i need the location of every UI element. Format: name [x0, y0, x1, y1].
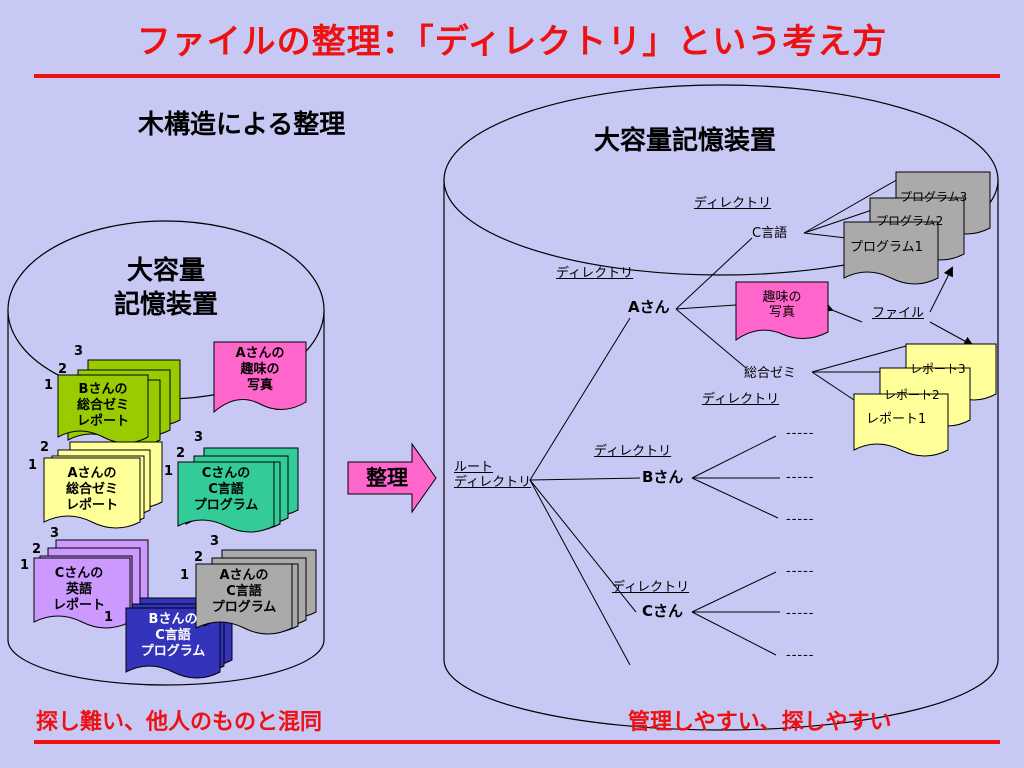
stack-number: 1	[44, 378, 54, 393]
bottom-right-caption: 管理しやすい、探しやすい	[628, 710, 892, 735]
node-a-san: Aさん	[628, 298, 670, 316]
stack-number: 1	[20, 558, 30, 573]
doc-line: Cさんの	[54, 566, 104, 581]
file-label: ファイル	[872, 306, 925, 321]
report-docs	[853, 343, 997, 457]
root-line2: ディレクトリ	[454, 475, 532, 490]
doc-line: 総合ゼミ	[76, 398, 129, 413]
doc-stack-a-c-program	[195, 549, 317, 635]
node-b-san: Bさん	[642, 468, 684, 486]
doc-line: プログラム	[193, 498, 259, 513]
doc-line: レポート	[65, 498, 118, 513]
doc-label-c-c-program: Cさんの C言語 プログラム	[178, 466, 274, 514]
stack-number: 3	[210, 534, 220, 549]
stack-number: 3	[74, 344, 84, 359]
directory-label-c-lang: ディレクトリ	[694, 196, 772, 211]
doc-stack-c-english	[33, 539, 149, 629]
node-c-san: Cさん	[642, 602, 684, 620]
doc-line: レポート	[76, 414, 129, 429]
doc-label-c-english: Cさんの 英語 レポート	[34, 566, 124, 614]
doc-line: Aさんの	[235, 346, 285, 361]
stack-number: 1	[180, 568, 190, 583]
doc-label-a-photo: Aさんの 趣味の 写真	[214, 346, 306, 394]
doc-line: C言語	[208, 482, 244, 497]
program3-label: プログラム3	[900, 190, 968, 204]
doc-stack-a-seminar	[43, 441, 163, 529]
doc-a-photo	[213, 341, 307, 414]
doc-line: Bさんの	[78, 382, 128, 397]
program1-label: プログラム1	[850, 240, 923, 255]
stack-number: 2	[194, 550, 204, 565]
bottom-divider	[34, 740, 1000, 744]
left-cylinder-line2: 記憶装置	[113, 290, 218, 320]
left-cylinder-label: 大容量 記憶装置	[106, 254, 226, 322]
program2-label: プログラム2	[876, 214, 944, 228]
program-docs	[843, 171, 991, 285]
photo-doc-label: 趣味の 写真	[736, 290, 828, 320]
report3-label: レポート3	[910, 362, 966, 376]
directory-label-b: ディレクトリ	[594, 444, 672, 459]
placeholder-dash: -----	[786, 606, 815, 621]
stack-number: 1	[104, 610, 114, 625]
doc-line: Aさんの	[219, 568, 269, 583]
doc-label-b-seminar: Bさんの 総合ゼミ レポート	[58, 382, 148, 430]
root-directory-label: ルート ディレクトリ	[454, 460, 534, 490]
stack-number: 1	[28, 458, 38, 473]
photo-line2: 写真	[768, 305, 795, 320]
doc-stack-c-c-program	[177, 447, 299, 533]
root-line1: ルート	[454, 460, 494, 475]
directory-label-a: ディレクトリ	[556, 266, 634, 281]
left-heading: 木構造による整理	[138, 110, 346, 140]
doc-line: レポート	[52, 598, 105, 613]
doc-line: Aさんの	[67, 466, 117, 481]
stack-number: 3	[50, 526, 60, 541]
placeholder-dash: -----	[786, 648, 815, 663]
left-cylinder-line1: 大容量	[126, 256, 205, 286]
doc-line: プログラム	[211, 600, 277, 615]
doc-line: C言語	[226, 584, 262, 599]
placeholder-dash: -----	[786, 426, 815, 441]
organize-arrow	[347, 442, 437, 514]
doc-line: 趣味の	[240, 362, 280, 377]
report1-label: レポート1	[866, 412, 927, 427]
directory-label-seminar: ディレクトリ	[702, 392, 780, 407]
doc-line: プログラム	[140, 644, 206, 659]
bottom-left-caption: 探し難い、他人のものと混同	[36, 710, 323, 735]
photo-line1: 趣味の	[762, 290, 802, 305]
stack-number: 2	[58, 362, 68, 377]
doc-label-a-seminar: Aさんの 総合ゼミ レポート	[44, 466, 140, 514]
report2-label: レポート2	[884, 388, 940, 402]
placeholder-dash: -----	[786, 470, 815, 485]
doc-stack-b-seminar	[57, 359, 181, 447]
doc-line: 総合ゼミ	[65, 482, 118, 497]
doc-line: 写真	[246, 378, 273, 393]
photo-doc	[735, 281, 829, 341]
title-divider	[34, 74, 1000, 78]
doc-line: C言語	[155, 628, 191, 643]
placeholder-dash: -----	[786, 512, 815, 527]
tree-lines	[529, 177, 974, 666]
node-seminar: 総合ゼミ	[744, 366, 797, 381]
stack-number: 2	[40, 440, 50, 455]
node-c-lang: C言語	[752, 226, 788, 241]
doc-label-a-c-program: Aさんの C言語 プログラム	[196, 568, 292, 616]
organize-label: 整理	[366, 466, 408, 490]
directory-label-c: ディレクトリ	[612, 580, 690, 595]
right-heading: 大容量記憶装置	[593, 126, 776, 156]
doc-line: 英語	[65, 582, 92, 597]
doc-label-b-c-program: Bさんの C言語 プログラム	[126, 612, 220, 660]
stack-number: 2	[32, 542, 42, 557]
stack-number: 3	[194, 430, 204, 445]
placeholder-dash: -----	[786, 564, 815, 579]
doc-line: Bさんの	[148, 612, 198, 627]
stack-number: 2	[176, 446, 186, 461]
page-title: ファイルの整理：「ディレクトリ」という考え方	[136, 22, 888, 62]
doc-line: Cさんの	[201, 466, 251, 481]
stack-number: 1	[164, 464, 174, 479]
